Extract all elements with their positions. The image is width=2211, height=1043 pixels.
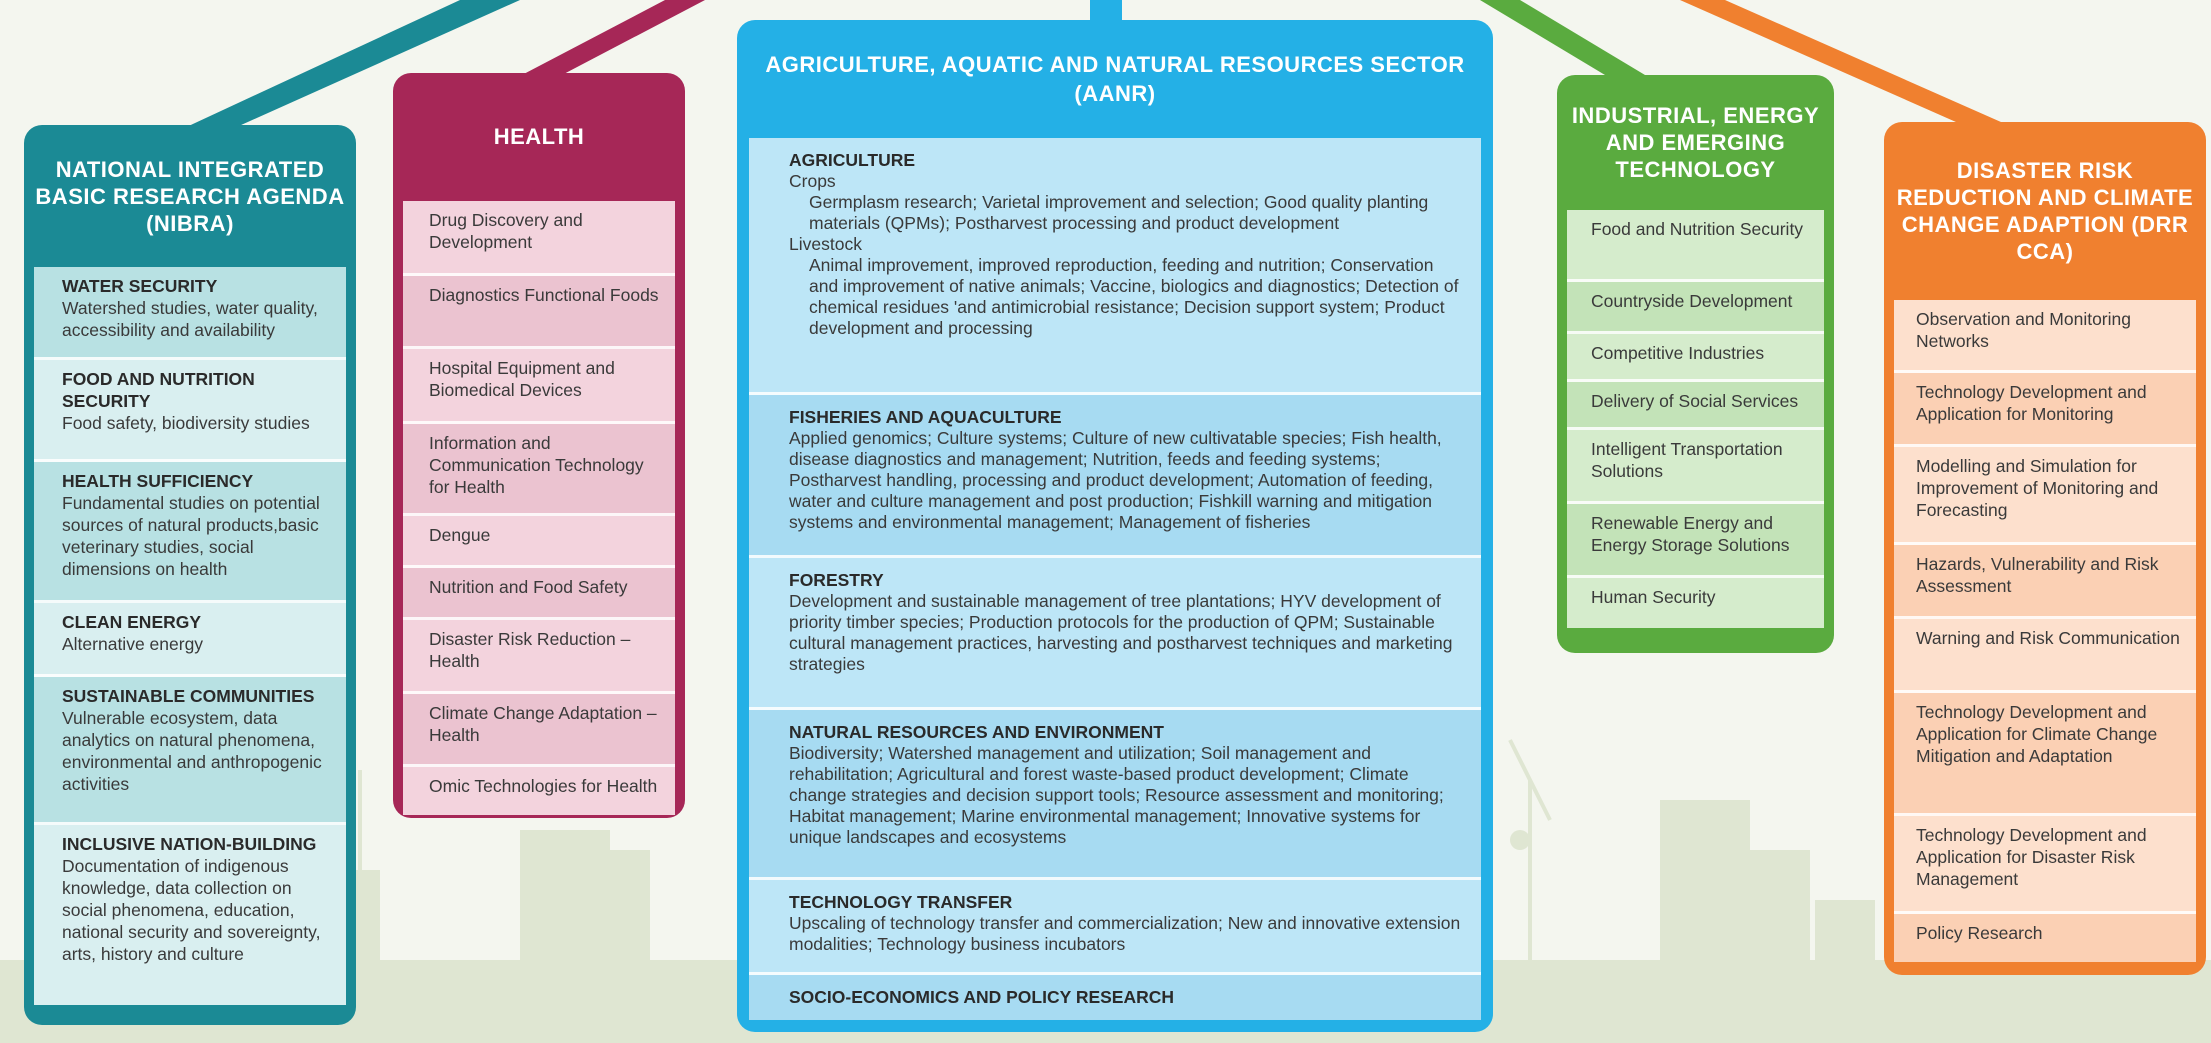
aanr-section-technology-transfer: TECHNOLOGY TRANSFER Upscaling of technol… <box>749 880 1481 975</box>
nibra-item-text: Documentation of indigenous knowledge, d… <box>62 856 321 964</box>
livestock-label: Livestock <box>789 234 862 254</box>
nibra-item-title: SUSTAINABLE COMMUNITIES <box>62 686 315 706</box>
health-item: Dengue <box>403 516 675 568</box>
iet-column: INDUSTRIAL, ENERGY AND EMERGING TECHNOLO… <box>1557 75 1834 653</box>
iet-item: Human Security <box>1567 578 1824 628</box>
nibra-item-title: FOOD AND NUTRITION SECURITY <box>62 369 255 411</box>
nibra-item-text: Vulnerable ecosystem, data analytics on … <box>62 708 322 794</box>
health-item: Omic Technologies for Health <box>403 767 675 815</box>
drr-column: DISASTER RISK REDUCTION AND CLIMATE CHAN… <box>1884 122 2206 975</box>
iet-header: INDUSTRIAL, ENERGY AND EMERGING TECHNOLO… <box>1571 103 1820 182</box>
health-item: Diagnostics Functional Foods <box>403 276 675 349</box>
drr-header: DISASTER RISK REDUCTION AND CLIMATE CHAN… <box>1896 158 2194 264</box>
tech-transfer-text: Upscaling of technology transfer and com… <box>789 913 1461 954</box>
aanr-section-socio-economics: SOCIO-ECONOMICS AND POLICY RESEARCH <box>749 975 1481 1020</box>
nibra-item-sustainable-communities: SUSTAINABLE COMMUNITIES Vulnerable ecosy… <box>34 677 346 825</box>
health-header: HEALTH <box>493 124 585 149</box>
livestock-text: Animal improvement, improved reproductio… <box>809 255 1459 338</box>
nre-text: Biodiversity; Watershed management and u… <box>789 743 1444 847</box>
drr-item: Observation and Monitoring Networks <box>1894 300 2196 373</box>
nibra-item-inclusive-nation-building: INCLUSIVE NATION-BUILDING Documentation … <box>34 825 346 1005</box>
crops-text: Germplasm research; Varietal improvement… <box>809 192 1429 233</box>
tech-transfer-title: TECHNOLOGY TRANSFER <box>789 892 1013 912</box>
nre-title: NATURAL RESOURCES AND ENVIRONMENT <box>789 722 1164 742</box>
iet-item: Food and Nutrition Security <box>1567 210 1824 282</box>
drr-item: Technology Development and Application f… <box>1894 693 2196 816</box>
health-item: Hospital Equipment and Biomedical Device… <box>403 349 675 424</box>
drr-item: Warning and Risk Communication <box>1894 619 2196 693</box>
nibra-item-text: Alternative energy <box>62 634 204 654</box>
crops-label: Crops <box>789 171 836 191</box>
aanr-section-fisheries: FISHERIES AND AQUACULTURE Applied genomi… <box>749 395 1481 558</box>
fisheries-title: FISHERIES AND AQUACULTURE <box>789 407 1062 427</box>
nibra-item-title: HEALTH SUFFICIENCY <box>62 471 254 491</box>
iet-item: Delivery of Social Services <box>1567 382 1824 430</box>
health-item: Drug Discovery and Development <box>403 201 675 276</box>
health-item: Climate Change Adaptation – Health <box>403 694 675 767</box>
health-column: HEALTH Drug Discovery and Development Di… <box>393 73 685 818</box>
forestry-text: Development and sustainable management o… <box>789 591 1453 674</box>
drr-item: Technology Development and Application f… <box>1894 816 2196 914</box>
drr-item: Hazards, Vulnerability and Risk Assessme… <box>1894 545 2196 619</box>
agriculture-title: AGRICULTURE <box>789 150 916 170</box>
nibra-item-text: Fundamental studies on potential sources… <box>62 493 320 579</box>
aanr-header: AGRICULTURE, AQUATIC AND NATURAL RESOURC… <box>765 52 1465 106</box>
nibra-item-title: WATER SECURITY <box>62 276 218 296</box>
iet-item: Intelligent Transportation Solutions <box>1567 430 1824 504</box>
nibra-column: NATIONAL INTEGRATED BASIC RESEARCH AGEND… <box>24 125 356 1025</box>
forestry-title: FORESTRY <box>789 570 884 590</box>
health-item: Information and Communication Technology… <box>403 424 675 516</box>
iet-connector <box>1480 0 1650 78</box>
nibra-item-health-sufficiency: HEALTH SUFFICIENCY Fundamental studies o… <box>34 462 346 603</box>
health-item: Nutrition and Food Safety <box>403 568 675 620</box>
wind-turbines <box>358 739 1552 960</box>
fisheries-text: Applied genomics; Culture systems; Cultu… <box>789 428 1442 532</box>
health-connector <box>520 0 705 76</box>
nibra-item-food-nutrition-security: FOOD AND NUTRITION SECURITY Food safety,… <box>34 360 346 462</box>
nibra-item-text: Watershed studies, water quality, access… <box>62 298 318 340</box>
iet-item: Countryside Development <box>1567 282 1824 334</box>
nibra-item-water-security: WATER SECURITY Watershed studies, water … <box>34 267 346 360</box>
aanr-section-forestry: FORESTRY Development and sustainable man… <box>749 558 1481 710</box>
drr-item: Modelling and Simulation for Improvement… <box>1894 447 2196 545</box>
drr-item: Policy Research <box>1894 914 2196 962</box>
iet-item: Competitive Industries <box>1567 334 1824 382</box>
drr-item: Technology Development and Application f… <box>1894 373 2196 447</box>
drr-connector <box>1680 0 2010 126</box>
aanr-section-natural-resources: NATURAL RESOURCES AND ENVIRONMENT Biodiv… <box>749 710 1481 880</box>
socio-title: SOCIO-ECONOMICS AND POLICY RESEARCH <box>789 987 1175 1007</box>
connector-lines <box>180 0 2010 130</box>
nibra-connector <box>180 0 520 130</box>
iet-item: Renewable Energy and Energy Storage Solu… <box>1567 504 1824 578</box>
nibra-item-text: Food safety, biodiversity studies <box>62 413 310 433</box>
aanr-column: AGRICULTURE, AQUATIC AND NATURAL RESOURC… <box>737 20 1493 1032</box>
aanr-connector <box>1090 0 1122 22</box>
nibra-item-title: CLEAN ENERGY <box>62 612 202 632</box>
health-item: Disaster Risk Reduction – Health <box>403 620 675 694</box>
nibra-header: NATIONAL INTEGRATED BASIC RESEARCH AGEND… <box>35 156 345 236</box>
nibra-item-clean-energy: CLEAN ENERGY Alternative energy <box>34 603 346 677</box>
aanr-section-agriculture: AGRICULTURE Crops Germplasm research; Va… <box>749 138 1481 395</box>
nibra-item-title: INCLUSIVE NATION-BUILDING <box>62 834 317 854</box>
